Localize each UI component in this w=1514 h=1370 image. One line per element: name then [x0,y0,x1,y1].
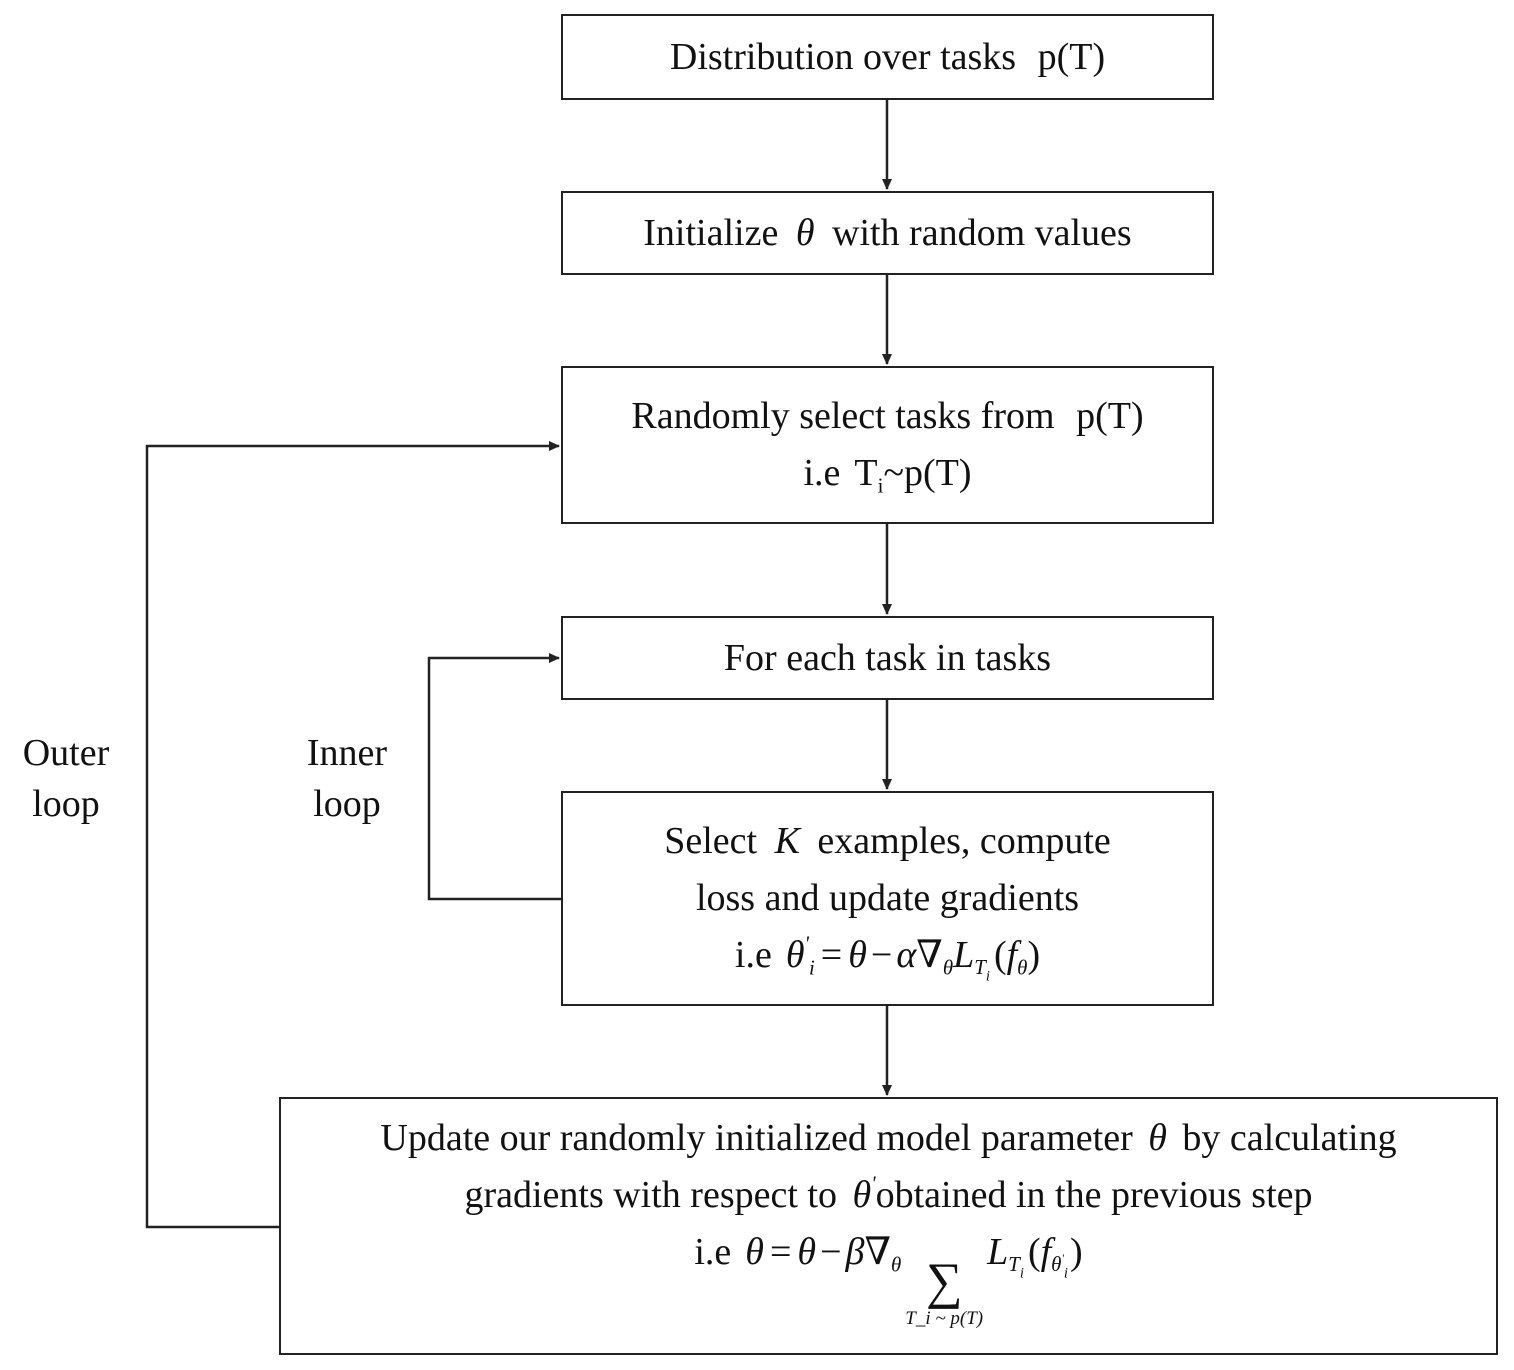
eq-inner-lhs: θ [785,934,805,976]
select-tasks-line2: i.e Ti~p(T) [803,445,971,502]
eq-inner-L-sub-i: i [985,968,990,985]
eq-outer-minus: − [820,1230,842,1273]
inner-update-examples: examples, compute [817,820,1111,862]
eq-outer-open-paren: ( [1027,1230,1041,1273]
eq-inner-equals: = [820,934,843,976]
outer-update-text1: Update our randomly initialized model pa… [380,1116,1133,1159]
for-each-label: For each task in tasks [723,636,1052,679]
outer-update-theta-prime-symbol: θ [852,1173,872,1216]
eq-outer-L-sub-T: T [1008,1252,1020,1277]
eq-outer-beta: β [845,1230,865,1273]
outer-update-box: Update our randomly initialized model pa… [279,1097,1498,1355]
inner-loop-connector [427,653,561,901]
eq-outer-nabla: ∇ [864,1230,891,1273]
distribution-text: Distribution over tasks [669,35,1017,78]
outer-update-text2: by calculating [1182,1116,1397,1159]
eq-inner-alpha: α [896,934,917,976]
eq-inner-nabla-sub: θ [942,955,954,980]
inner-loop-word2: loop [313,783,381,826]
eq-inner-f: f [1006,934,1018,976]
inner-update-select: Select [664,820,758,862]
outer-update-theta-prime-mark: ' [871,1171,876,1196]
eq-inner-L-sub: Ti [974,955,990,984]
initialize-before: Initialize [643,211,779,254]
eq-inner-L-sub-T: T [974,955,986,980]
eq-outer-f: f [1040,1230,1052,1273]
outer-update-theta-symbol: θ [1148,1116,1167,1159]
eq-outer-lhs: θ [745,1230,764,1273]
outer-loop-word1: Outer [22,732,110,774]
outer-loop-word2: loop [32,783,100,826]
outer-loop-label: Outer loop [6,728,126,831]
eq-inner-nabla: ∇ [916,934,943,976]
select-tasks-ie: i.e [803,452,841,494]
inner-update-K-symbol: K [774,820,800,862]
distribution-box: Distribution over tasks p(T) [561,14,1214,100]
select-tasks-text: Randomly select tasks from [631,395,1055,437]
eq-outer-nabla-sub: θ [890,1252,902,1277]
eq-inner-f-sub: θ [1017,955,1028,980]
initialize-label: Initialize θ with random values [643,205,1131,262]
inner-loop-word1: Inner [306,732,388,774]
eq-inner-L: L [953,934,975,976]
eq-inner-open-paren: ( [993,934,1007,976]
eq-inner-theta: θ [848,934,867,976]
for-each-box: For each task in tasks [561,616,1214,700]
eq-outer-close-paren: ) [1069,1230,1083,1273]
eq-outer-equals: = [769,1230,792,1273]
inner-loop-label: Inner loop [292,728,402,831]
inner-update-ie: i.e [734,934,772,976]
eq-outer-sum-symbol: ∑ [925,1252,963,1310]
outer-update-ie: i.e [694,1230,732,1273]
distribution-expr: p(T) [1037,35,1106,78]
select-tasks-expr: p(T) [1076,395,1144,437]
eq-outer-L: L [987,1230,1009,1273]
eq-outer-sum-under: T_i ~ p(T) [905,1308,984,1330]
distribution-label: Distribution over tasks p(T) [670,29,1105,86]
outer-loop-connector [145,441,560,1229]
select-tasks-T-sub: i [877,473,884,498]
eq-outer-sum: ∑T_i ~ p(T) [905,1252,984,1330]
eq-outer-f-sub-theta: θ [1051,1252,1062,1277]
outer-update-text3: gradients with respect to [464,1173,837,1216]
outer-update-line2: gradients with respect to θ'obtained in … [464,1167,1312,1224]
eq-outer-f-sub: θ'i [1051,1252,1068,1281]
eq-outer-L-sub: Ti [1008,1252,1024,1281]
inner-update-line1: Select K examples, compute [664,813,1111,870]
select-tasks-box: Randomly select tasks from p(T) i.e Ti~p(… [561,366,1214,524]
eq-inner-close-paren: ) [1027,934,1041,976]
eq-outer-L-sub-i: i [1019,1265,1024,1282]
eq-outer-f-sub-prime: ' [1061,1252,1064,1265]
eq-outer-theta: θ [797,1230,817,1273]
eq-inner-minus: − [870,934,893,976]
initialize-theta-symbol: θ [795,211,815,254]
eq-outer-f-sub-i: i [1063,1265,1068,1282]
initialize-after: with random values [832,211,1132,254]
eq-inner-lhs-prime: ' [804,931,809,956]
inner-update-box: Select K examples, compute loss and upda… [561,791,1214,1006]
select-tasks-dist: ~p(T) [883,452,972,494]
select-tasks-T: T [854,452,878,494]
select-tasks-line1: Randomly select tasks from p(T) [631,388,1143,445]
eq-inner-lhs-sub: i [808,955,815,980]
initialize-box: Initialize θ with random values [561,191,1214,275]
outer-update-theta-prime: θ' [852,1171,876,1216]
outer-update-text4: obtained in the previous step [875,1173,1313,1216]
inner-update-line2: loss and update gradients [695,877,1080,919]
outer-update-line1: Update our randomly initialized model pa… [380,1110,1396,1167]
